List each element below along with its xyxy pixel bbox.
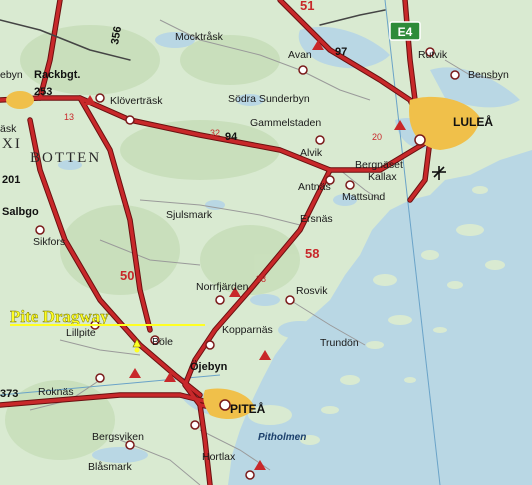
road-51-label: 51: [300, 0, 314, 13]
road-50-label: 50: [120, 268, 134, 283]
pite-dragway-callout: Pite Dragway: [10, 307, 109, 326]
dragway-marker: [132, 338, 142, 353]
road-201-label: 201: [2, 174, 20, 186]
major-roads: [0, 0, 433, 485]
place-ersnas: Ersnäs: [300, 213, 333, 225]
place-bole: Böle: [152, 336, 173, 348]
place-rutvik: Rutvik: [418, 49, 448, 61]
islands: [248, 186, 505, 445]
minor-roads: [29, 19, 501, 485]
place-mocktrask: Mocktråsk: [175, 31, 224, 43]
place-bergsviken: Bergsviken: [92, 431, 144, 443]
road-38-label: 38: [256, 274, 266, 284]
e4-label: E4: [398, 25, 413, 39]
road-32-label: 32: [210, 128, 220, 138]
place-kopparnas: Kopparnäs: [222, 324, 273, 336]
place-antnas: Antnäs: [298, 181, 331, 193]
airport-icon: [432, 166, 446, 180]
road-97-label: 97: [335, 46, 347, 58]
landmark-markers: [84, 40, 406, 470]
place-bergnaset: Bergnäset: [355, 159, 403, 171]
road-94-label: 94: [225, 131, 238, 143]
place-alvik: Alvik: [300, 147, 323, 159]
place-avan: Avan: [288, 49, 312, 61]
region-label: BOTTEN: [30, 150, 101, 166]
place-bensbyn: Bensbyn: [468, 69, 509, 81]
place-blasmark: Blåsmark: [88, 461, 133, 473]
road-13-label: 13: [64, 112, 74, 122]
place-rackbgt: Rackbgt.: [34, 69, 80, 81]
place-roknas: Roknäs: [38, 386, 74, 398]
place-sodra-sunderbyn: Södra Sunderbyn: [228, 93, 310, 105]
place-kallax: Kallax: [368, 171, 397, 183]
town-markers: [35, 47, 460, 480]
road-253-label: 253: [34, 86, 52, 98]
place-salbgo: Salbgo: [2, 206, 39, 218]
place-norrfjarden: Norrfjärden: [196, 281, 249, 293]
region-roman-label: XI: [2, 136, 22, 152]
place-sikfors: Sikfors: [33, 236, 65, 248]
road-58-label: 58: [305, 246, 319, 261]
road-20-label: 20: [372, 132, 382, 142]
place-klovertrask: Klöverträsk: [110, 95, 163, 107]
e4-highway-shield: E4: [389, 21, 421, 41]
place-ebyn: ebyn: [0, 69, 23, 81]
place-mattsund: Mattsund: [342, 191, 385, 203]
place-rosvik: Rosvik: [296, 285, 328, 297]
place-sjulsmark: Sjulsmark: [166, 209, 213, 221]
road-356-label: 356: [109, 25, 124, 45]
place-ojebyn: Öjebyn: [190, 360, 228, 373]
place-pitholmen: Pitholmen: [258, 432, 306, 443]
road-373-label: 373: [0, 388, 18, 400]
city-lulea: LULEÅ: [453, 114, 493, 129]
sea: [228, 150, 532, 485]
place-lillpite: Lillpite: [66, 327, 96, 339]
place-trask: äsk: [0, 123, 17, 135]
place-trundon: Trundön: [320, 337, 359, 349]
city-pitea: PITEÅ: [230, 401, 266, 416]
place-hortlax: Hortlax: [202, 451, 236, 463]
place-gammelstaden: Gammelstaden: [250, 117, 321, 129]
